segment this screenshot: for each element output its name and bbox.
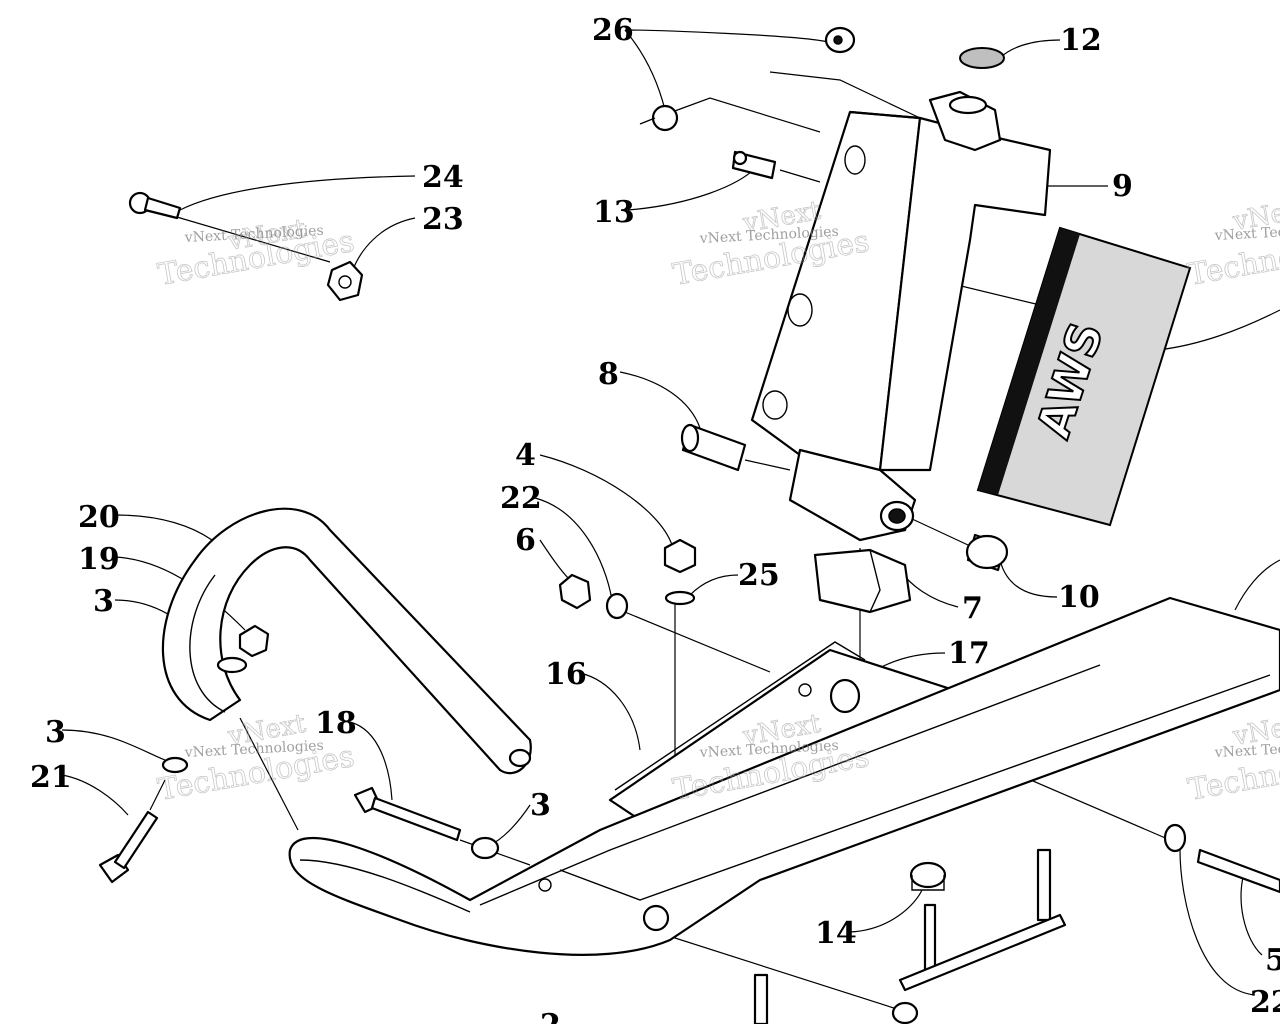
callout-2: 2 [540, 1008, 561, 1024]
callout-12: 12 [1060, 23, 1102, 58]
bushing-26-top [824, 26, 856, 54]
washer-17 [829, 678, 861, 714]
callout-6: 6 [515, 523, 536, 558]
nut-19 [238, 624, 270, 658]
callout-16: 16 [545, 657, 587, 692]
callout-10: 10 [1058, 580, 1100, 615]
cap-12 [959, 47, 1005, 69]
shock-decal: AWS [976, 226, 1192, 527]
shock-absorber [750, 90, 1052, 542]
callout-20: 20 [78, 500, 120, 535]
bolt-24 [128, 191, 182, 220]
washer-3a [216, 656, 248, 674]
studs [753, 848, 1067, 1024]
callout-25: 25 [738, 558, 780, 593]
watermark-small: vNext Technologies [183, 223, 324, 246]
callout-3: 3 [530, 788, 551, 823]
callout-3: 3 [45, 715, 66, 750]
bolt-18 [353, 786, 462, 842]
bushing-10 [965, 533, 1009, 572]
bushing-26-left [639, 104, 679, 132]
ski-loop [161, 507, 532, 775]
callout-9: 9 [1112, 169, 1133, 204]
callout-22: 22 [500, 481, 542, 516]
bushing-8 [680, 423, 747, 472]
callout-22: 22 [1250, 985, 1280, 1020]
callout-18: 18 [315, 706, 357, 741]
callout-labels: 26 12 9 13 24 23 8 4 22 6 25 7 10 17 16 … [30, 13, 1280, 1024]
watermarks: vNext Technologies vNext Technologies vN… [155, 193, 1280, 808]
watermark-small: vNext Technologies [1213, 738, 1280, 761]
nut-6 [558, 573, 592, 610]
callout-21: 21 [30, 760, 72, 795]
callout-17: 17 [948, 636, 990, 671]
bolt-21 [98, 810, 159, 884]
washer-25 [664, 590, 696, 606]
callout-4: 4 [515, 438, 536, 473]
callout-7: 7 [962, 591, 983, 626]
callout-14: 14 [815, 916, 857, 951]
callout-8: 8 [598, 357, 619, 392]
bumper-14 [909, 861, 947, 891]
callout-23: 23 [422, 202, 464, 237]
callout-26: 26 [592, 13, 634, 48]
washer-22a [605, 592, 629, 620]
callout-19: 19 [78, 542, 120, 577]
callout-5: 5 [1265, 943, 1280, 978]
washer-3b [161, 756, 189, 774]
washer-22b [1163, 823, 1187, 853]
bolt-5 [1196, 848, 1280, 894]
watermark-small: vNext Technologies [183, 738, 324, 761]
ski [288, 596, 1280, 956]
watermark-small: vNext Technologies [698, 738, 839, 761]
washer-2 [891, 1001, 919, 1024]
watermark-small: vNext Technologies [1213, 221, 1280, 244]
callout-24: 24 [422, 160, 464, 195]
washer-3c [470, 836, 500, 860]
grease-fitting-13 [731, 150, 777, 180]
callout-3: 3 [93, 584, 114, 619]
nut-4 [663, 538, 697, 574]
bumper-7 [813, 548, 912, 614]
callout-13: 13 [593, 195, 635, 230]
watermark-small: vNext Technologies [698, 224, 839, 247]
nut-23 [326, 260, 364, 302]
